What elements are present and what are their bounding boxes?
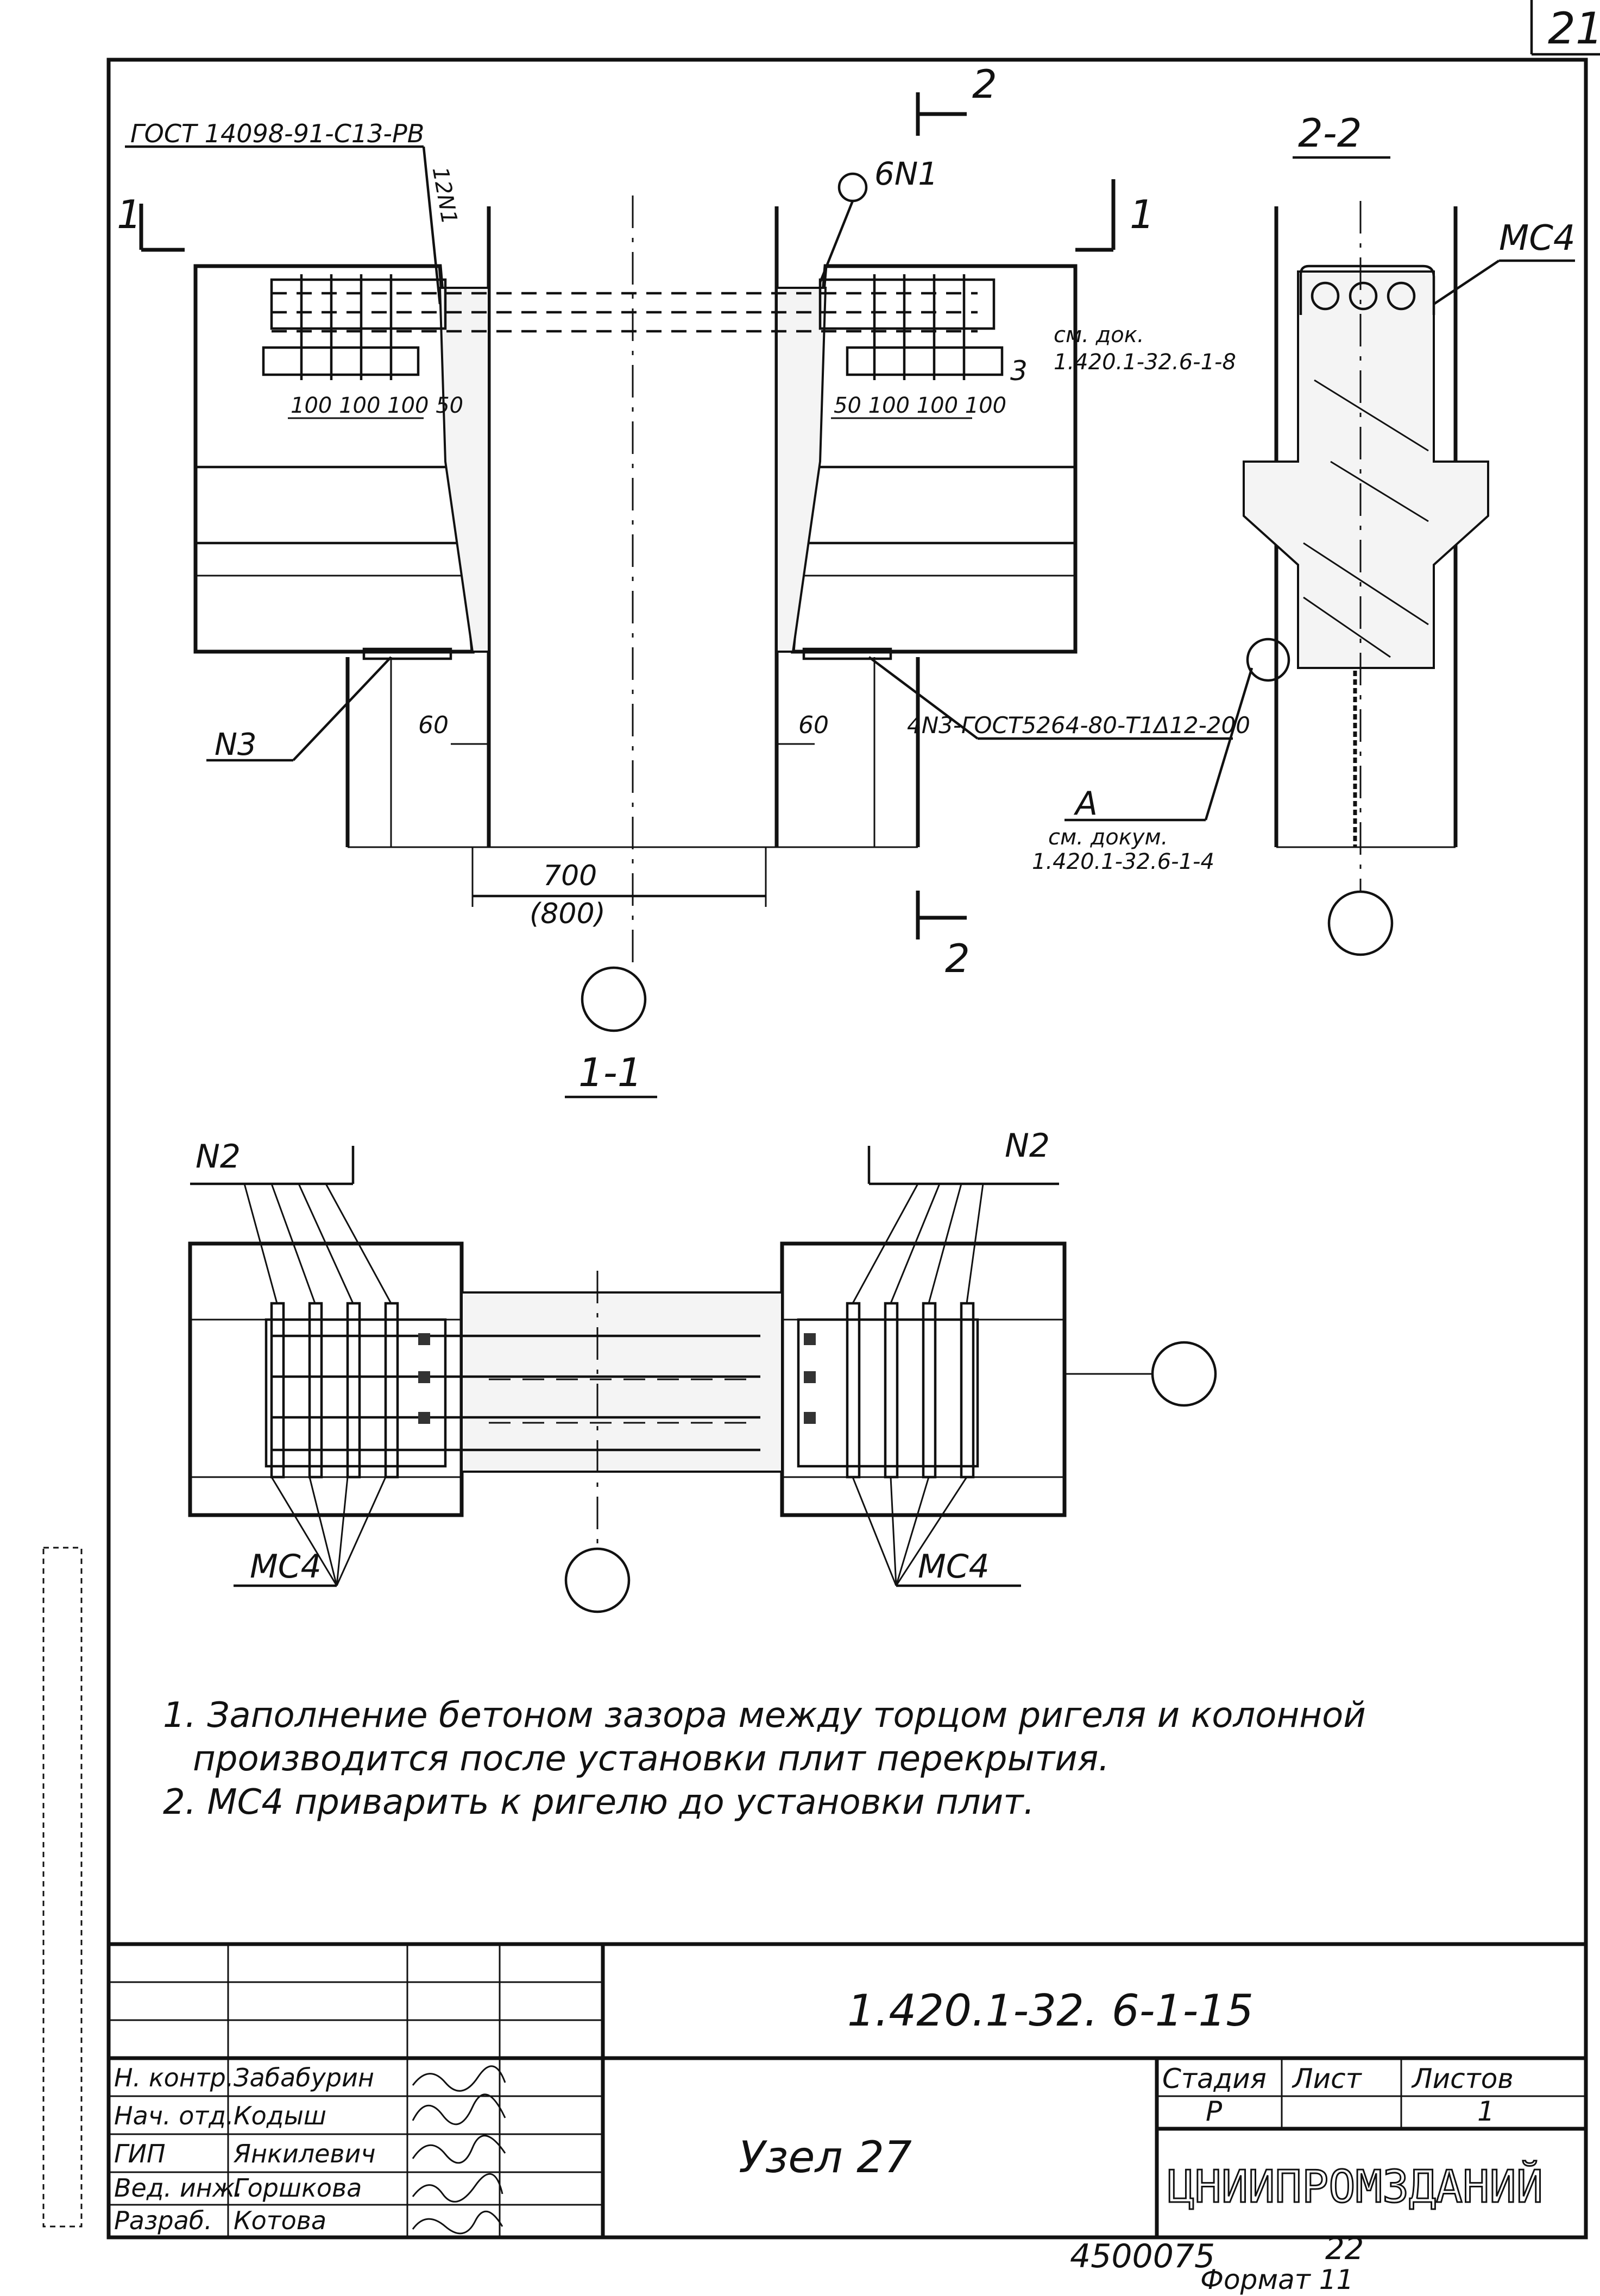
role-2: Нач. отд. <box>114 2101 234 2130</box>
section-mark-2-top: 2 <box>972 61 997 107</box>
section-mark-right: 1 <box>1130 192 1155 237</box>
pos-n3-label: N3 <box>215 727 257 762</box>
gost-weld-callout: 4N3-ГОСТ5264-80-Т1Δ12-200 <box>907 712 1250 739</box>
pos-12n1-label: 12N1 <box>427 165 462 226</box>
dim-width: 700 <box>543 860 597 892</box>
role-1: Н. контр. <box>114 2063 234 2092</box>
copy-number: 22 <box>1325 2231 1364 2267</box>
ref-doc-line-1: см. док. <box>1054 323 1144 348</box>
note-1-line-1: 1. Заполнение бетоном зазора между торцо… <box>163 1695 1366 1736</box>
dim-gap-left: 60 <box>418 711 449 739</box>
section-2-title: 2-2 <box>1298 110 1362 156</box>
ref-doc-line-2: 1.420.1-32.6-1-8 <box>1054 350 1236 375</box>
signature-3 <box>412 2135 506 2164</box>
section-1-title: 1-1 <box>578 1050 642 1095</box>
signature-5 <box>412 2210 503 2235</box>
stage-value: Р <box>1206 2096 1223 2127</box>
sheets-value: 1 <box>1477 2096 1495 2127</box>
notes: 1. Заполнение бетоном зазора между торцо… <box>163 1695 1366 1822</box>
role-3: ГИП <box>114 2139 166 2168</box>
mc4-right-label: МС4 <box>918 1548 990 1586</box>
sheet-header: Лист <box>1292 2063 1363 2095</box>
node-title: Узел 27 <box>739 2132 912 2183</box>
organization: ЦНИИПРОМЗДАНИЙ <box>1168 2160 1543 2213</box>
n2-right-label: N2 <box>1005 1127 1050 1165</box>
sheets-header: Листов <box>1411 2063 1514 2095</box>
section-mark-2-bottom: 2 <box>945 936 970 981</box>
detail-a-ref-1: см. докум. <box>1048 825 1168 850</box>
signature-4 <box>412 2173 503 2203</box>
detail-a-ref-2: 1.420.1-32.6-1-4 <box>1032 849 1214 874</box>
name-1: Забабурин <box>234 2063 374 2092</box>
title-block: 1.420.1-32. 6-1-15 Стадия Лист Листов Р … <box>106 1942 1588 2240</box>
name-2: Кодыш <box>234 2101 326 2130</box>
mark-3: 3 <box>1010 355 1028 387</box>
section-2-2: 2-2 МС4 <box>1243 110 1576 956</box>
mc4-left-label: МС4 <box>250 1548 322 1586</box>
signature-1 <box>412 2065 506 2092</box>
dim-right-spacing: 50 100 100 100 <box>834 393 1006 418</box>
dim-left-spacing: 100 100 100 50 <box>291 393 463 418</box>
inventory-number: 4500075 <box>1070 2237 1215 2275</box>
name-5: Котова <box>234 2206 326 2235</box>
name-4: Горшкова <box>234 2173 362 2203</box>
designation: 1.420.1-32. 6-1-15 <box>847 1985 1253 2036</box>
role-4: Вед. инж. <box>114 2173 243 2203</box>
format-label: Формат 11 <box>1200 2264 1353 2295</box>
section-mark-left: 1 <box>117 192 142 237</box>
elevation-view: 1 1 2 2 ГОСТ 14098-91-С13-РВ 12N1 6N1 10… <box>117 61 1253 1032</box>
gost-left-callout: ГОСТ 14098-91-С13-РВ <box>130 119 424 148</box>
n2-left-label: N2 <box>196 1138 241 1176</box>
pos-6n1-label: 6N1 <box>874 155 938 192</box>
dim-gap-right: 60 <box>798 711 829 739</box>
page-number: 21 <box>1548 3 1600 54</box>
signature-2 <box>412 2093 506 2125</box>
note-2: 2. МС4 приварить к ригелю до установки п… <box>163 1782 1035 1822</box>
mc4-top-label: МС4 <box>1499 218 1576 258</box>
note-1-line-2: производится после установки плит перекр… <box>193 1739 1110 1779</box>
stage-header: Стадия <box>1162 2063 1267 2095</box>
footer: 4500075 22 Формат 11 <box>1070 2231 1364 2295</box>
detail-a-label: А <box>1073 785 1098 823</box>
role-5: Разраб. <box>114 2206 212 2235</box>
name-3: Янкилевич <box>233 2139 376 2168</box>
section-1-1: 1-1 <box>188 1050 1217 1613</box>
dim-width-alt: (800) <box>530 898 606 930</box>
